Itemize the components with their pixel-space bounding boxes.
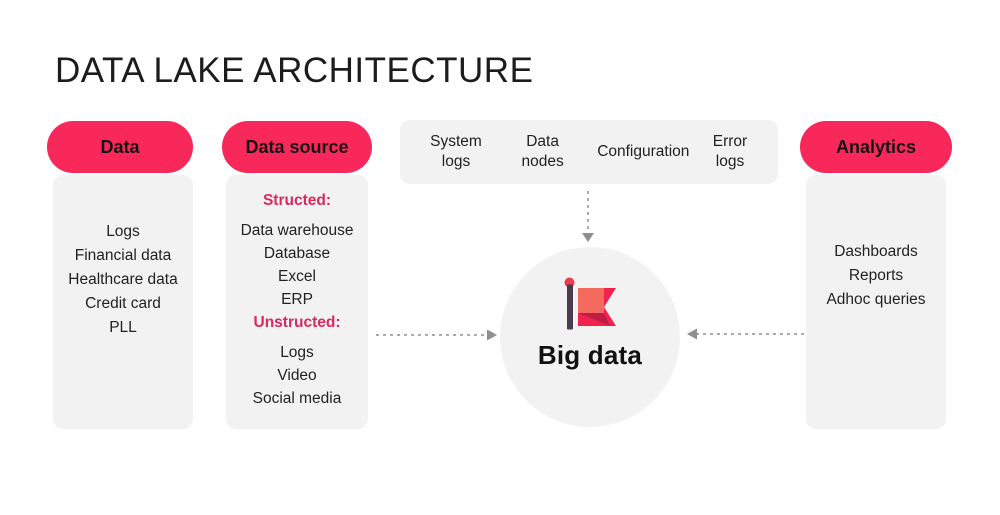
big-data-node: Big data	[500, 247, 680, 427]
list-item: Dashboards	[834, 243, 918, 260]
list-item: Financial data	[74, 247, 172, 264]
list-item: Database	[263, 245, 331, 262]
arrow-source-to-center	[376, 329, 497, 341]
data-column-header: Data	[47, 121, 193, 173]
structured-group-items: Data warehouse Database Excel ERP	[226, 219, 368, 311]
data-source-column-panel: Structed: Data warehouse Database Excel …	[226, 175, 368, 429]
big-data-label: Big data	[537, 340, 643, 370]
page-title: DATA LAKE ARCHITECTURE	[55, 51, 534, 90]
list-item: PLL	[109, 319, 137, 336]
flag-icon	[564, 277, 616, 330]
log-sources-box: System logs Data nodes Configuration Err…	[400, 120, 778, 184]
list-item: Logs	[280, 344, 314, 361]
list-item: Data warehouse	[240, 222, 354, 239]
list-item: Logs	[106, 223, 140, 240]
list-item: Adhoc queries	[826, 291, 926, 308]
analytics-column-panel: Dashboards Reports Adhoc queries	[806, 175, 946, 429]
unstructured-group-label: Unstructed:	[253, 314, 341, 331]
list-item: ERP	[281, 291, 313, 308]
analytics-column-header: Analytics	[800, 121, 952, 173]
data-column-panel: Logs Financial data Healthcare data Cred…	[53, 175, 193, 429]
list-item: Video	[277, 367, 317, 384]
list-item: Error logs	[712, 133, 748, 170]
arrow-analytics-to-center	[687, 328, 804, 340]
list-item: Healthcare data	[68, 271, 178, 288]
list-item: Configuration	[597, 143, 690, 160]
structured-group-label: Structed:	[262, 192, 332, 209]
data-source-column-header: Data source	[222, 121, 372, 173]
list-item: Data nodes	[521, 133, 564, 170]
list-item: Excel	[278, 268, 316, 285]
list-item: Reports	[848, 267, 904, 284]
arrow-topbox-to-center	[582, 191, 594, 242]
list-item: System logs	[430, 133, 482, 170]
list-item: Credit card	[85, 295, 161, 312]
list-item: Social media	[252, 390, 342, 407]
unstructured-group-items: Logs Video Social media	[226, 341, 368, 410]
